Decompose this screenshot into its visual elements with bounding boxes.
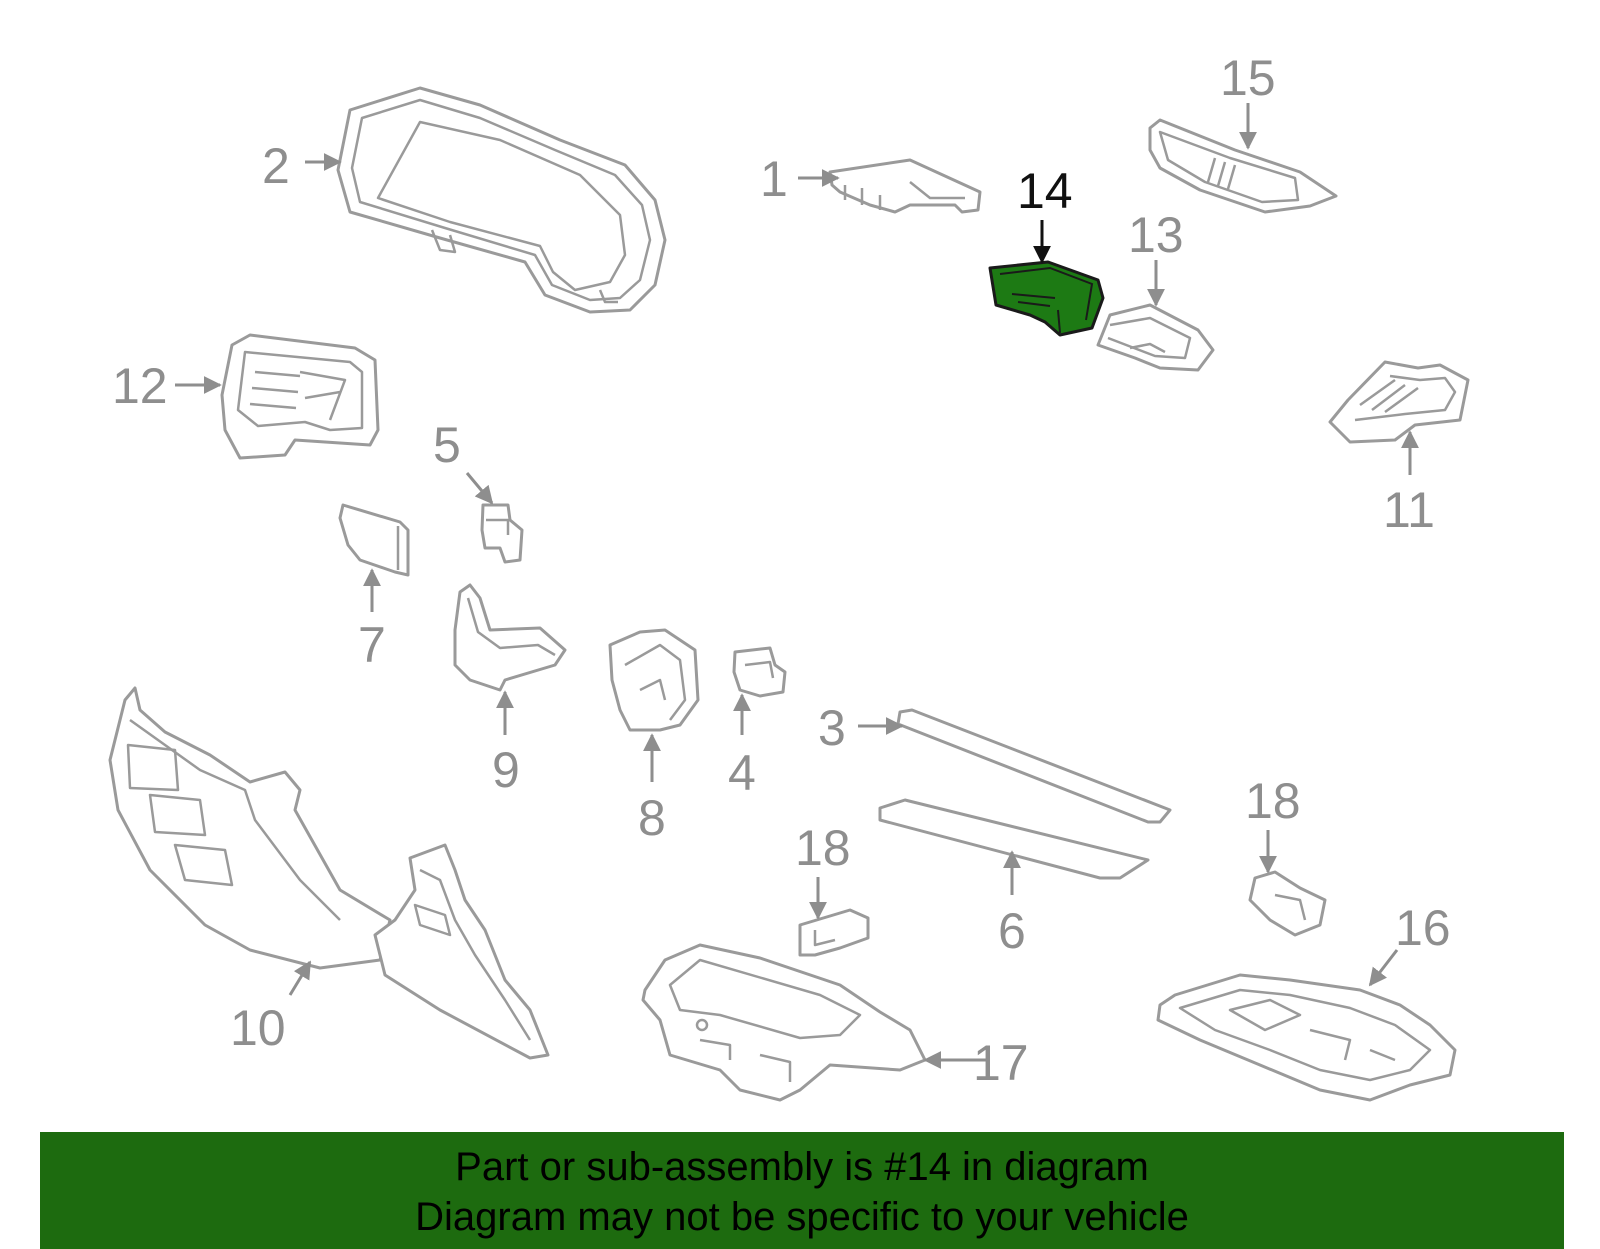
callout-14: 14	[1017, 163, 1073, 219]
callout-13: 13	[1128, 207, 1184, 263]
banner-line-2: Diagram may not be specific to your vehi…	[415, 1195, 1189, 1239]
part-18a-clip	[798, 908, 870, 957]
part-9-bracket	[453, 583, 567, 692]
part-11-right-vent	[1328, 360, 1470, 444]
part-6-strip	[878, 798, 1150, 880]
part-14-highlighted-vent	[988, 260, 1105, 337]
callout-16: 16	[1395, 900, 1451, 956]
callout-4: 4	[728, 745, 756, 801]
part-7-switch-blank	[338, 503, 410, 577]
info-banner: Part or sub-assembly is #14 in diagram D…	[40, 1132, 1564, 1249]
part-1-trim	[828, 158, 982, 214]
callout-1: 1	[760, 151, 788, 207]
callout-17: 17	[973, 1035, 1029, 1091]
part-15-vent-bezel	[1148, 118, 1338, 214]
part-13-side-vent	[1096, 303, 1215, 372]
part-12-left-vent	[220, 333, 380, 460]
callout-9: 9	[492, 742, 520, 798]
callout-7: 7	[358, 617, 386, 673]
part-18b-clip	[1248, 870, 1327, 937]
part-16-lower-tray	[1156, 973, 1457, 1102]
callout-12: 12	[112, 358, 168, 414]
callout-15: 15	[1220, 50, 1276, 106]
part-10-lower-panel	[108, 686, 550, 1060]
part-8-bracket	[608, 628, 700, 732]
callout-8: 8	[638, 790, 666, 846]
banner-line-1: Part or sub-assembly is #14 in diagram	[455, 1145, 1149, 1189]
callout-6: 6	[998, 903, 1026, 959]
callout-5: 5	[433, 417, 461, 473]
callout-18a: 18	[795, 820, 851, 876]
part-5-bracket	[480, 503, 524, 564]
callout-10: 10	[230, 1000, 286, 1056]
part-17-storage	[641, 943, 927, 1102]
callout-2: 2	[262, 138, 290, 194]
callout-11: 11	[1383, 482, 1435, 538]
part-4-clip	[732, 646, 787, 698]
leader-lines	[175, 103, 1419, 1069]
part-2-cluster-bezel	[336, 86, 667, 314]
part-3-strip	[896, 708, 1172, 824]
callout-18b: 18	[1245, 773, 1301, 829]
callout-3: 3	[818, 700, 846, 756]
